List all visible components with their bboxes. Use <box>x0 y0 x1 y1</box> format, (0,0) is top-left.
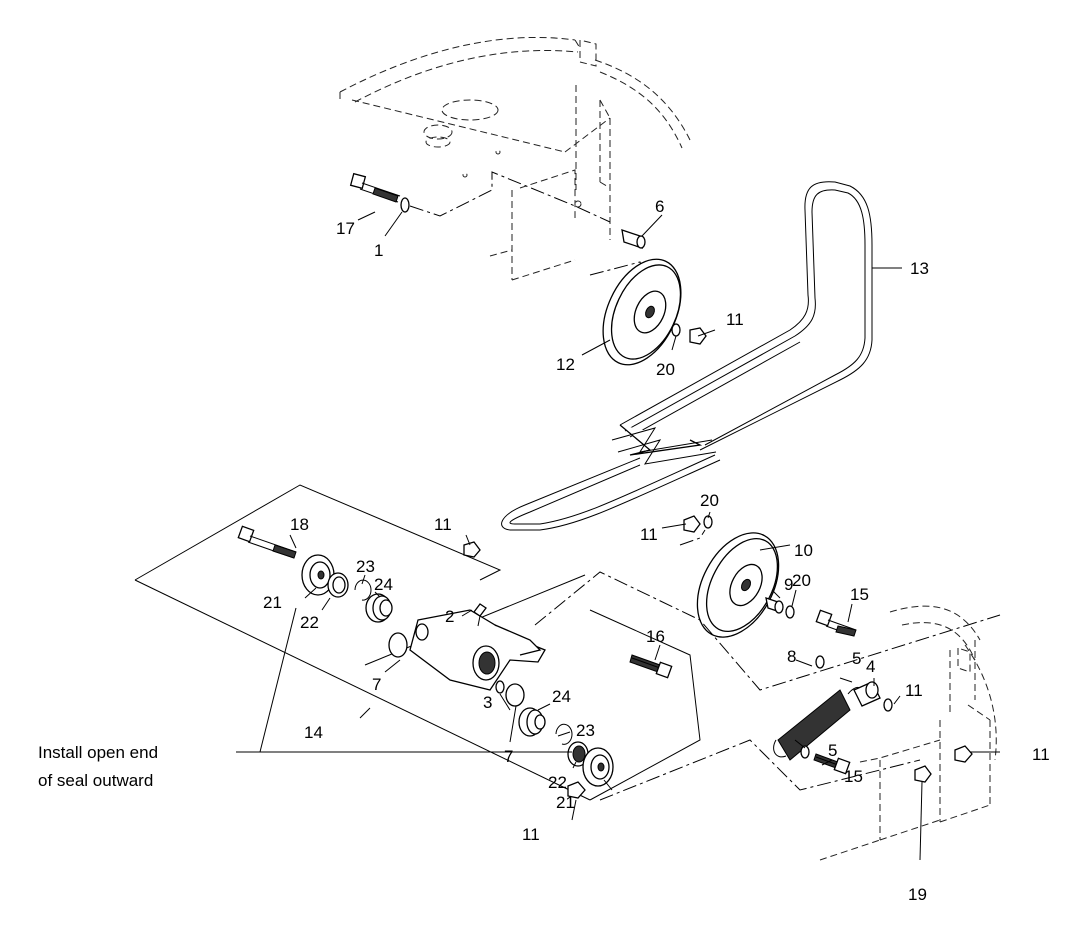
callout-14: 14 <box>304 723 323 742</box>
callout-10: 10 <box>794 541 813 560</box>
callout-3: 3 <box>483 693 492 712</box>
callout-1: 1 <box>374 241 383 260</box>
spacer-6 <box>621 229 646 249</box>
callout-24-right: 24 <box>552 687 571 706</box>
callout-20-pulley-top: 20 <box>700 491 719 510</box>
washer-5-upper <box>815 655 825 669</box>
callout-21-right: 21 <box>556 793 575 812</box>
callout-22-right: 22 <box>548 773 567 792</box>
plug-3 <box>495 680 505 694</box>
nut-11-arm-bottom <box>567 781 586 799</box>
callout-11-arm: 11 <box>434 515 452 534</box>
bolt-15-lower <box>813 753 851 775</box>
callout-11-spring: 11 <box>905 681 923 700</box>
callout-24-left: 24 <box>374 575 393 594</box>
callout-23-left: 23 <box>356 557 375 576</box>
snap-ring-23-right <box>555 723 573 745</box>
callout-22-left: 22 <box>300 613 319 632</box>
pulley-12 <box>602 258 682 366</box>
seal-22-left <box>327 572 349 598</box>
callout-8: 8 <box>787 647 796 666</box>
callout-20-pulley-bottom: 20 <box>792 571 811 590</box>
pulley-10 <box>696 532 780 638</box>
callout-15-upper: 15 <box>850 585 869 604</box>
washer-20-upper <box>671 323 681 337</box>
spring-assembly <box>773 609 893 775</box>
spacer-9 <box>765 597 784 614</box>
callout-11-bottom: 11 <box>522 825 540 844</box>
seal-22-right <box>567 741 589 767</box>
callout-6: 6 <box>655 197 664 216</box>
callout-18: 18 <box>290 515 309 534</box>
callout-20-upper: 20 <box>656 360 675 379</box>
upper-idler-assembly <box>349 171 707 366</box>
bolt-15-upper <box>815 609 857 637</box>
callout-21-left: 21 <box>263 593 282 612</box>
spacer-4 <box>853 681 881 707</box>
callout-15-lower: 15 <box>844 767 863 786</box>
callout-9: 9 <box>784 575 793 594</box>
callout-7-left: 7 <box>372 675 381 694</box>
callout-11-pulley: 11 <box>640 525 658 544</box>
o-ring-7-right <box>505 683 525 707</box>
seal-cap-21-right <box>582 747 614 787</box>
callout-11-upper: 11 <box>726 310 744 329</box>
lower-frame-outline <box>599 605 997 861</box>
bolt-17 <box>349 172 401 203</box>
install-note: Install open end of seal outward <box>38 743 158 790</box>
bearing-24-left <box>365 593 393 623</box>
callout-16: 16 <box>646 627 665 646</box>
o-ring-7-left <box>388 632 408 658</box>
nut-11-pulley <box>683 515 701 533</box>
callout-5-lower: 5 <box>828 741 837 760</box>
bearing-24-right <box>518 707 546 737</box>
leader-lines <box>236 211 1000 861</box>
seal-cap-21-left <box>301 554 335 596</box>
callout-5-upper: 5 <box>852 649 861 668</box>
upper-chassis-outline <box>339 36 691 281</box>
idler-arm <box>409 609 546 691</box>
bolt-16 <box>629 654 673 679</box>
callout-13: 13 <box>910 259 929 278</box>
note-line-2: of seal outward <box>38 771 153 790</box>
washer-11-spring <box>883 698 893 712</box>
nut-11-arm-top <box>463 541 481 558</box>
callout-11-frame: 11 <box>1032 745 1050 764</box>
nut-11-frame <box>954 745 973 763</box>
washer-20-pulley-bottom <box>785 605 795 619</box>
idler-arm-assembly-14 <box>134 484 701 801</box>
lower-idler-assembly <box>534 515 1001 691</box>
nut-19 <box>914 765 932 783</box>
belt-13 <box>501 181 873 531</box>
washer-1 <box>400 197 410 213</box>
grease-fitting-2 <box>473 603 487 627</box>
callout-23-right: 23 <box>576 721 595 740</box>
bolt-18 <box>237 525 297 559</box>
callout-4: 4 <box>866 657 875 676</box>
washer-5-lower <box>800 745 810 759</box>
note-line-1: Install open end <box>38 743 158 762</box>
spring-8 <box>773 687 862 761</box>
callout-2: 2 <box>445 607 454 626</box>
callout-19: 19 <box>908 885 927 904</box>
callout-labels: 1 2 3 4 5 5 6 7 7 8 9 10 11 11 11 11 11 … <box>263 197 1050 904</box>
snap-ring-23-left <box>354 579 372 601</box>
callout-17: 17 <box>336 219 355 238</box>
callout-12: 12 <box>556 355 575 374</box>
callout-7-right: 7 <box>504 747 513 766</box>
washer-20-pulley-top <box>703 515 713 529</box>
